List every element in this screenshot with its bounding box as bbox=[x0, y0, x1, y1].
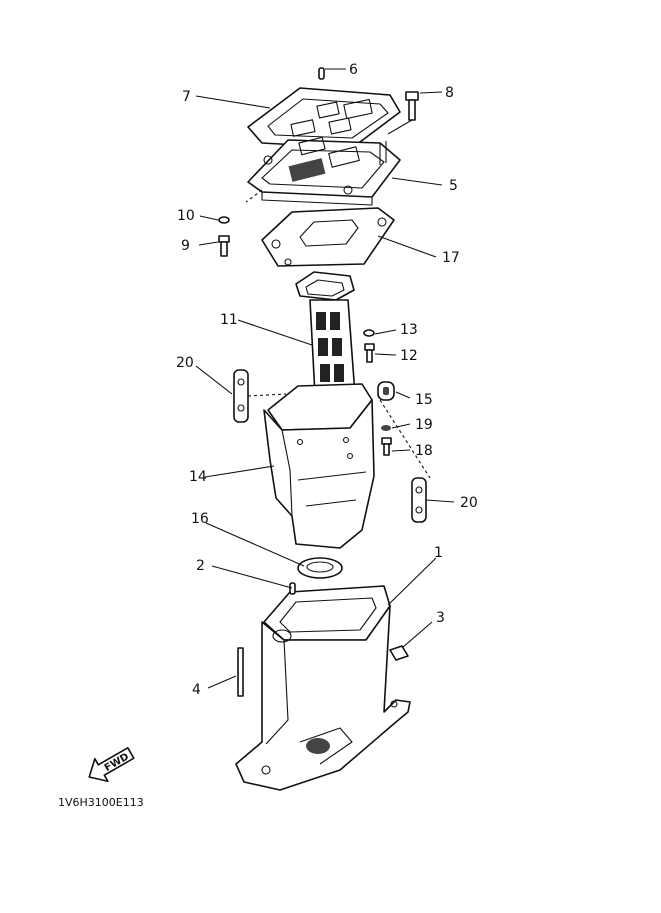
callout-1: 1 bbox=[434, 545, 443, 561]
part-18-bolt bbox=[381, 437, 392, 456]
callout-6: 6 bbox=[349, 62, 358, 78]
callout-4: 4 bbox=[192, 682, 201, 698]
callout-3: 3 bbox=[436, 610, 445, 626]
part-14-muffler bbox=[263, 383, 375, 549]
callouts: 6 7 8 5 10 9 17 11 13 12 20 15 19 18 14 … bbox=[176, 62, 478, 698]
callout-20-upper: 20 bbox=[176, 355, 194, 371]
part-20-damper-lower bbox=[411, 477, 427, 523]
part-10-washer bbox=[218, 216, 230, 224]
callout-14: 14 bbox=[189, 469, 207, 485]
callout-18: 18 bbox=[415, 443, 433, 459]
part-17-gasket bbox=[261, 207, 395, 267]
callout-15: 15 bbox=[415, 392, 433, 408]
leader-lines bbox=[195, 68, 455, 689]
part-19-washer bbox=[381, 425, 391, 431]
callout-19: 19 bbox=[415, 417, 433, 433]
callout-12: 12 bbox=[400, 348, 418, 364]
part-4-stud-bolt bbox=[237, 647, 244, 697]
part-6-dowel bbox=[318, 67, 325, 80]
part-5-exhaust-guide bbox=[247, 136, 401, 206]
part-2-dowel bbox=[289, 582, 296, 595]
callout-13: 13 bbox=[400, 322, 418, 338]
callout-16: 16 bbox=[191, 511, 209, 527]
forward-arrow-icon: FWD bbox=[88, 747, 135, 783]
part-13-washer bbox=[363, 329, 375, 337]
callout-5: 5 bbox=[449, 178, 458, 194]
part-7-gasket bbox=[247, 87, 401, 149]
part-15-grommet bbox=[377, 381, 395, 401]
part-9-bolt bbox=[218, 235, 230, 257]
callout-10: 10 bbox=[177, 208, 195, 224]
callout-17: 17 bbox=[442, 250, 460, 266]
part-1-upper-case bbox=[235, 585, 411, 791]
callout-8: 8 bbox=[445, 85, 454, 101]
callout-2: 2 bbox=[196, 558, 205, 574]
part-8-bolt bbox=[405, 91, 419, 121]
callout-7: 7 bbox=[182, 89, 191, 105]
callout-20-lower: 20 bbox=[460, 495, 478, 511]
part-20-damper-upper bbox=[233, 369, 249, 423]
callout-11: 11 bbox=[220, 312, 238, 328]
callout-9: 9 bbox=[181, 238, 190, 254]
part-12-bolt bbox=[364, 343, 375, 363]
part-16-seal bbox=[297, 557, 343, 579]
part-3-clip bbox=[389, 645, 409, 661]
diagram-code: 1V6H3100E113 bbox=[58, 796, 144, 809]
